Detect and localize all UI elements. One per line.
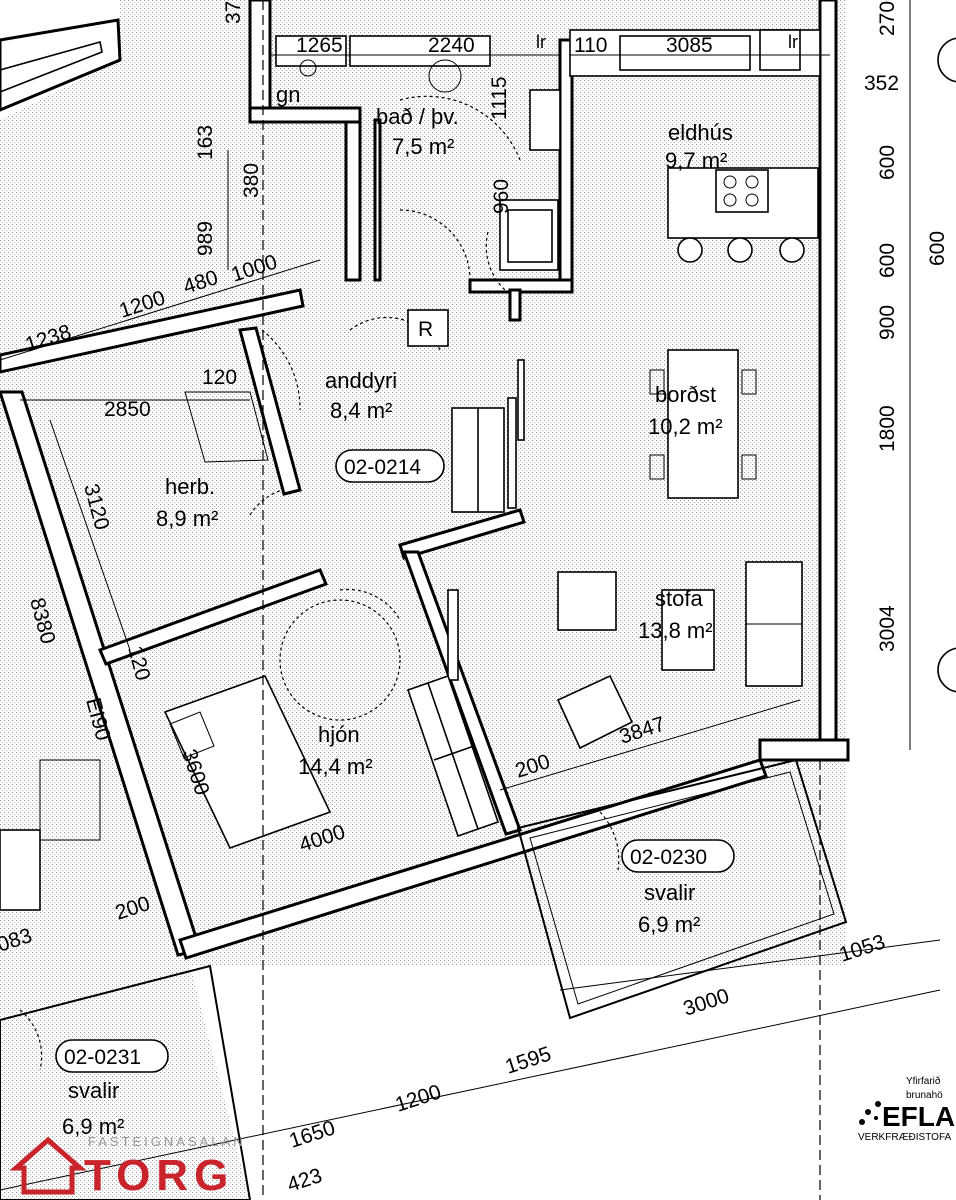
- top-fixtures: [275, 29, 821, 271]
- exterior-walls: [0, 0, 850, 960]
- dim-3004: 3004: [876, 605, 899, 652]
- balcony-left-name: svalir: [68, 1078, 119, 1103]
- kitchen-area: 9,7 m²: [665, 148, 727, 173]
- left-neighbor: [0, 759, 101, 911]
- room-area: 8,9 m²: [156, 506, 218, 531]
- dim-2700: 2700: [876, 0, 899, 36]
- dining-area: 10,2 m²: [648, 414, 723, 439]
- label-lr1: lr: [536, 32, 546, 52]
- torg-logo-text: TORG: [84, 1151, 234, 1200]
- balcony-right-area: 6,9 m²: [638, 912, 700, 937]
- master-name: hjón: [318, 722, 360, 747]
- torg-fasteignasalan: FASTEIGNASALAN: [88, 1134, 246, 1149]
- room-bed: [184, 391, 269, 463]
- storage-mark: R: [418, 318, 433, 341]
- balcony-left-tag: 02-0231: [64, 1046, 141, 1069]
- dim-989: 989: [194, 221, 217, 256]
- dim-3085: 3085: [666, 34, 713, 57]
- torg-house-icon: [9, 1136, 87, 1195]
- balcony-right-tag: 02-0230: [630, 846, 707, 869]
- dimension-lines: [0, 0, 941, 1191]
- bath-name: bað / þv.: [376, 104, 459, 129]
- efla-stamp: Yfirfarið brunahö EFLA VERKFRÆÐISTOFA: [858, 1075, 955, 1143]
- balcony-left: [0, 964, 252, 1200]
- balcony-left-tag-frame: [55, 1039, 169, 1073]
- hall-area: 8,4 m²: [330, 398, 392, 423]
- balcony-right: [516, 758, 848, 1020]
- torg-watermark: FASTEIGNASALAN TORG: [9, 1134, 246, 1200]
- dim-352: 352: [864, 72, 899, 95]
- dim-1115: 1115: [488, 76, 511, 120]
- master-bed: [163, 675, 332, 849]
- axis-lines: [262, 0, 821, 1200]
- bath-area: 7,5 m²: [392, 134, 454, 159]
- efla-small-3: VERKFRÆÐISTOFA: [858, 1132, 951, 1143]
- dim-600b: 600: [926, 231, 949, 266]
- label-lr2: lr: [788, 32, 798, 52]
- balcony-right-name: svalir: [644, 880, 695, 905]
- dim-600a: 600: [876, 145, 899, 180]
- master-wardrobe: [406, 674, 500, 838]
- efla-logo-text: EFLA: [882, 1101, 955, 1132]
- balcony-right-tag-frame: [621, 839, 735, 873]
- room-name: herb.: [165, 474, 215, 499]
- label-gn: gn: [276, 82, 300, 107]
- storage-mark-frame: [407, 309, 449, 347]
- balcony-left-area: 6,9 m²: [62, 1114, 124, 1139]
- dim-600c: 600: [876, 243, 899, 278]
- door-swings: [19, 95, 620, 1071]
- master-area: 14,4 m²: [298, 754, 373, 779]
- living-furniture: [447, 561, 803, 750]
- dim-2850: 2850: [104, 398, 151, 421]
- efla-small-2: brunahö: [906, 1090, 943, 1101]
- dim-120a: 120: [202, 366, 237, 389]
- hall-name: anddyri: [325, 368, 397, 393]
- dim-110: 110: [574, 34, 607, 57]
- dim-380: 380: [240, 163, 263, 198]
- living-name: stofa: [655, 586, 703, 611]
- kitchen-name: eldhús: [668, 120, 733, 145]
- living-area: 13,8 m²: [638, 618, 713, 643]
- top-left-structure: [0, 18, 122, 112]
- dim-2240: 2240: [428, 34, 475, 57]
- efla-small-1: Yfirfarið: [906, 1075, 941, 1087]
- dim-960: 960: [490, 179, 513, 214]
- dim-900: 900: [876, 305, 899, 340]
- dim-1800: 1800: [876, 405, 899, 452]
- dining-table: [649, 349, 757, 499]
- apartment-tag: 02-0214: [344, 456, 421, 479]
- dim-1265: 1265: [296, 34, 343, 57]
- bottom-white-area: [190, 965, 956, 1200]
- trees: [937, 37, 956, 693]
- dim-37: 37: [222, 1, 245, 24]
- apartment-tag-frame: [335, 449, 445, 483]
- hall-wardrobe: [451, 359, 525, 513]
- dim-163: 163: [194, 125, 217, 160]
- dining-name: borðst: [655, 382, 716, 407]
- kitchen-island: [667, 167, 819, 263]
